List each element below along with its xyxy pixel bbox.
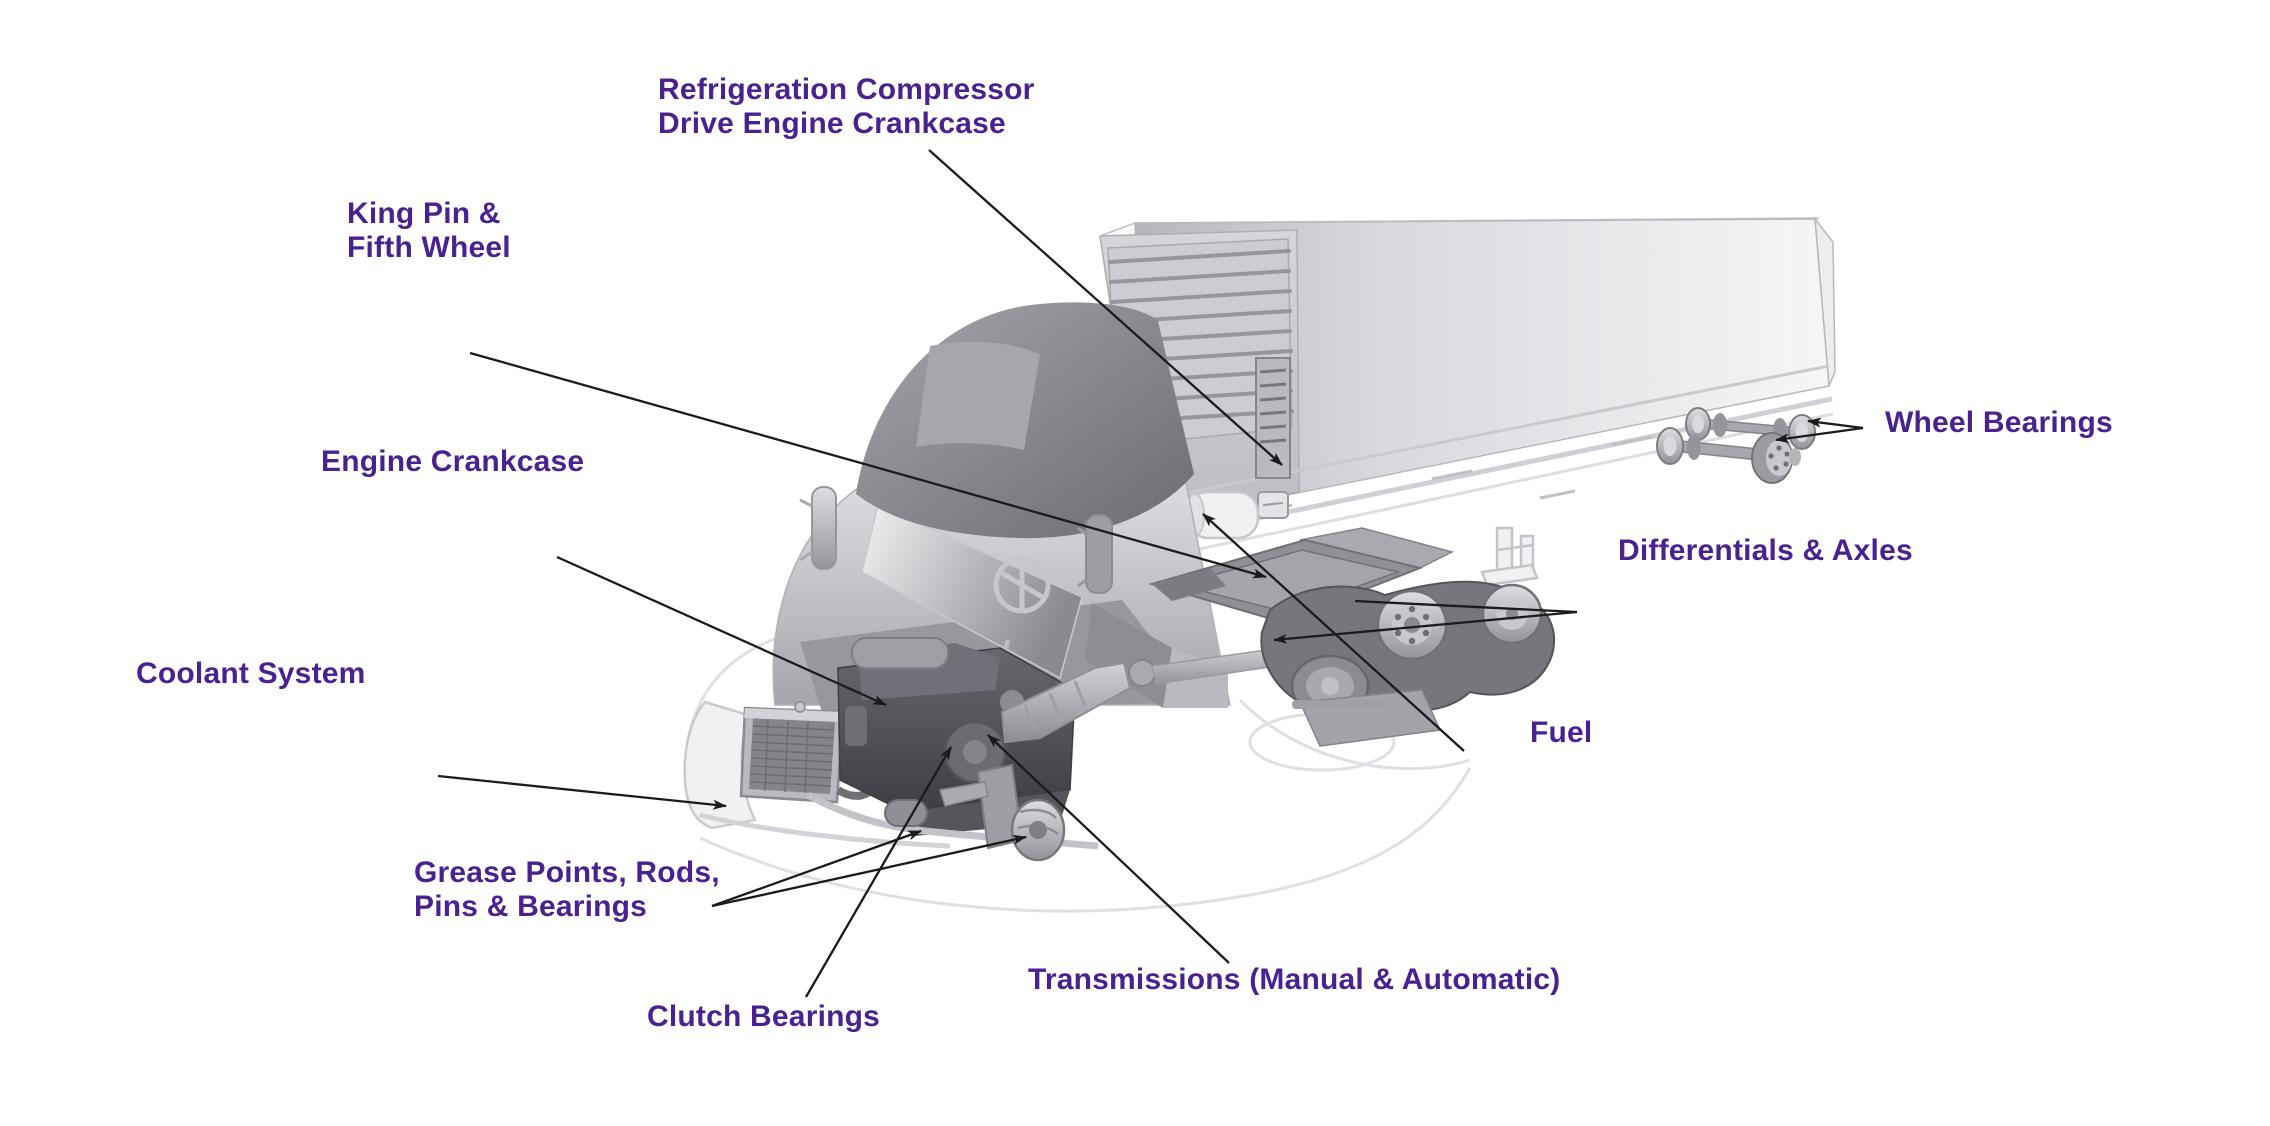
wheel-bearing-axles [1656,407,1816,484]
radiator [739,701,884,804]
leader-coolant-system [437,774,727,810]
leader-lines [437,149,1864,998]
label-line: Engine Crankcase [321,445,585,478]
steering-assembly [699,763,1099,862]
left-mirror [799,486,837,570]
label-line: Pins & Bearings [414,890,648,923]
leader-differentials-1 [1354,599,1578,614]
leader-grease-points-2 [711,834,1027,908]
label-transmissions: Transmissions (Manual & Automatic) [1028,963,1560,997]
label-line: Refrigeration Compressor [658,73,1035,106]
label-line: Clutch Bearings [647,1000,881,1033]
leader-differentials-2 [1273,610,1578,644]
label-line: Wheel Bearings [1885,406,2113,439]
label-line: Fifth Wheel [347,231,511,264]
label-clutch-bearings: Clutch Bearings [647,1000,880,1034]
label-fuel: Fuel [1530,716,1592,750]
leader-wheel-bearings-1 [1807,417,1864,430]
right-mirror [1077,514,1113,594]
leader-transmissions [987,734,1230,964]
leader-refrigeration-compressor [928,149,1283,466]
roof-window [916,341,1040,450]
front-end [683,700,884,830]
label-coolant-system: Coolant System [136,657,366,691]
label-line: King Pin & [347,197,501,230]
label-line: Coolant System [136,657,366,690]
air-cleaner [851,637,949,669]
transmission [1000,661,1132,744]
label-line: Transmissions (Manual & Automatic) [1028,963,1561,996]
label-refrigeration-compressor: Refrigeration Compressor Drive Engine Cr… [658,73,1035,141]
label-differentials-axles: Differentials & Axles [1618,534,1913,568]
label-grease-points: Grease Points, Rods, Pins & Bearings [414,856,720,924]
refrigeration-compressor-column [1255,357,1291,479]
label-line: Grease Points, Rods, [414,856,720,889]
label-king-pin: King Pin & Fifth Wheel [347,197,511,265]
label-line: Differentials & Axles [1618,534,1913,567]
fifth-wheel [1148,527,1455,624]
label-wheel-bearings: Wheel Bearings [1885,406,2113,440]
leader-clutch-bearings [805,746,952,998]
steering-wheel [993,556,1051,614]
leader-king-pin [469,351,1267,579]
label-line: Drive Engine Crankcase [658,107,1006,140]
landing-gear [1480,526,1539,587]
leader-fuel [1202,513,1465,752]
leader-wheel-bearings-2 [1775,426,1864,444]
cab [772,302,1231,727]
trailer [1099,216,1836,587]
leader-grease-points-1 [711,829,922,908]
windshield [861,503,1083,680]
label-line: Fuel [1530,716,1593,749]
label-engine-crankcase: Engine Crankcase [321,445,584,479]
leader-engine-crankcase [556,555,887,707]
rear-axles-differentials [1260,580,1556,747]
